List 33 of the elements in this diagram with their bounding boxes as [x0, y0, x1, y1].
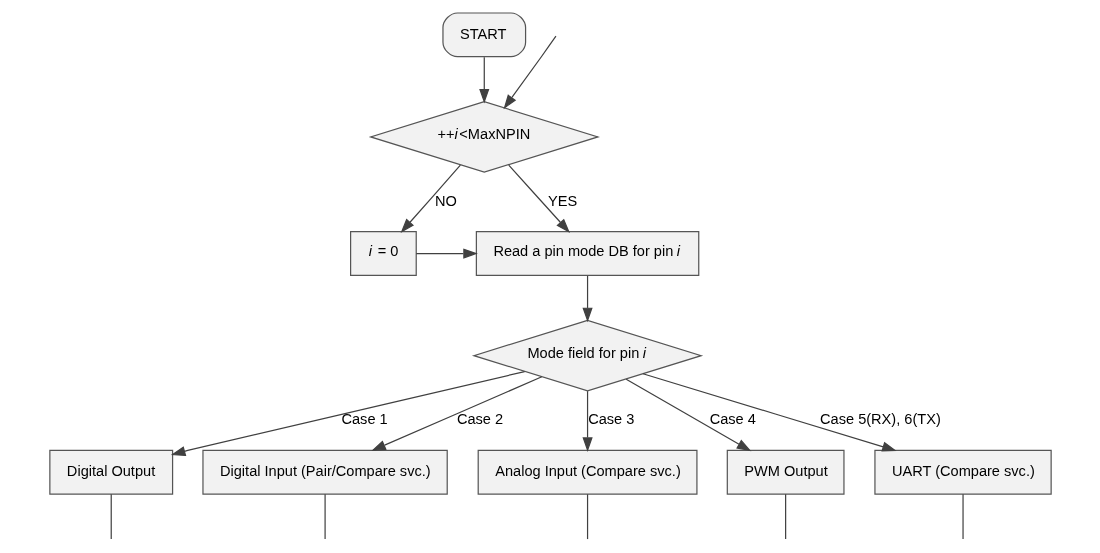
- arrow: [507, 164, 570, 233]
- node-box: Read a pin mode DB for pin i: [475, 231, 699, 277]
- node-box: i = 0: [349, 231, 417, 277]
- node-box: UART (Compare svc.): [873, 449, 1052, 495]
- arrow: [641, 373, 897, 452]
- node-box: Digital Input (Pair/Compare svc.): [201, 449, 448, 495]
- node-diamond: ++i<MaxNPIN: [368, 101, 600, 173]
- arrow: [400, 164, 461, 233]
- arrow: [581, 275, 593, 323]
- connector: [323, 493, 326, 540]
- node-box: Analog Input (Compare svc.): [477, 449, 698, 495]
- node-box: PWM Output: [726, 449, 845, 495]
- edge-label: Case 3: [587, 411, 634, 428]
- connector: [110, 493, 112, 540]
- connector: [961, 493, 964, 540]
- arrow: [503, 35, 557, 110]
- edge-label: Case 5(RX), 6(TX): [819, 411, 941, 428]
- edge-label: YES: [547, 192, 577, 209]
- arrow: [170, 371, 525, 457]
- node-box: Digital Output: [48, 449, 173, 495]
- arrow: [415, 248, 478, 259]
- arrow: [625, 378, 751, 452]
- node-diamond: Mode field for pin i: [471, 319, 703, 392]
- arrow: [370, 376, 542, 451]
- connector: [784, 493, 786, 540]
- edge-label: Case 4: [709, 411, 756, 428]
- connector: [586, 493, 588, 540]
- arrow: [581, 390, 593, 452]
- edge-label: Case 1: [340, 411, 388, 428]
- edge-label: NO: [434, 192, 457, 209]
- node-box: START: [441, 12, 526, 58]
- arrow: [478, 56, 489, 104]
- edge-label: Case 2: [456, 411, 503, 428]
